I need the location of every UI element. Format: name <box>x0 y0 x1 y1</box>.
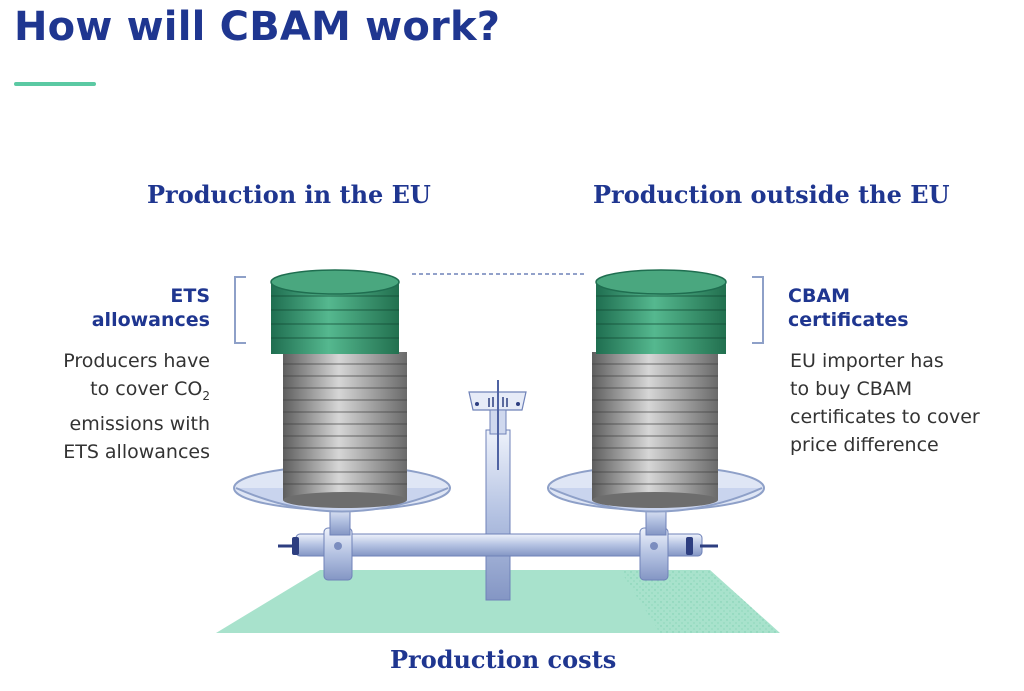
desc-right-line3: certificates to cover <box>790 406 980 428</box>
desc-left-line1: Producers have <box>63 350 210 372</box>
desc-left-line2: to cover CO <box>90 378 203 400</box>
desc-eu-producers: Producers have to cover CO2 emissions wi… <box>20 347 210 466</box>
label-ets-allowances: ETS allowances <box>40 284 210 332</box>
label-ets-line2: allowances <box>91 309 210 331</box>
scale-post <box>468 380 527 601</box>
desc-right-line1: EU importer has <box>790 350 944 372</box>
desc-right-line2: to buy CBAM <box>790 378 913 400</box>
title-underline <box>14 82 96 86</box>
heading-production-eu: Production in the EU <box>147 180 431 209</box>
label-ets-line1: ETS <box>170 285 210 307</box>
platform-base <box>216 570 780 633</box>
left-coin-stack <box>270 269 407 508</box>
label-cbam-line1: CBAM <box>788 285 851 307</box>
bracket-left <box>234 276 246 344</box>
co2-subscript: 2 <box>202 388 210 403</box>
heading-production-outside-eu: Production outside the EU <box>593 180 950 209</box>
label-cbam-certificates: CBAM certificates <box>788 284 988 332</box>
page-title: How will CBAM work? <box>14 4 501 50</box>
heading-production-costs: Production costs <box>390 645 617 674</box>
desc-right-line4: price difference <box>790 434 939 456</box>
scale-beam <box>278 527 718 581</box>
desc-eu-importer: EU importer has to buy CBAM certificates… <box>790 347 1000 459</box>
label-cbam-line2: certificates <box>788 309 909 331</box>
bracket-right <box>752 276 764 344</box>
right-coin-stack <box>592 269 727 508</box>
desc-left-line3: emissions with <box>69 412 210 435</box>
desc-left-line4: ETS allowances <box>63 440 210 463</box>
